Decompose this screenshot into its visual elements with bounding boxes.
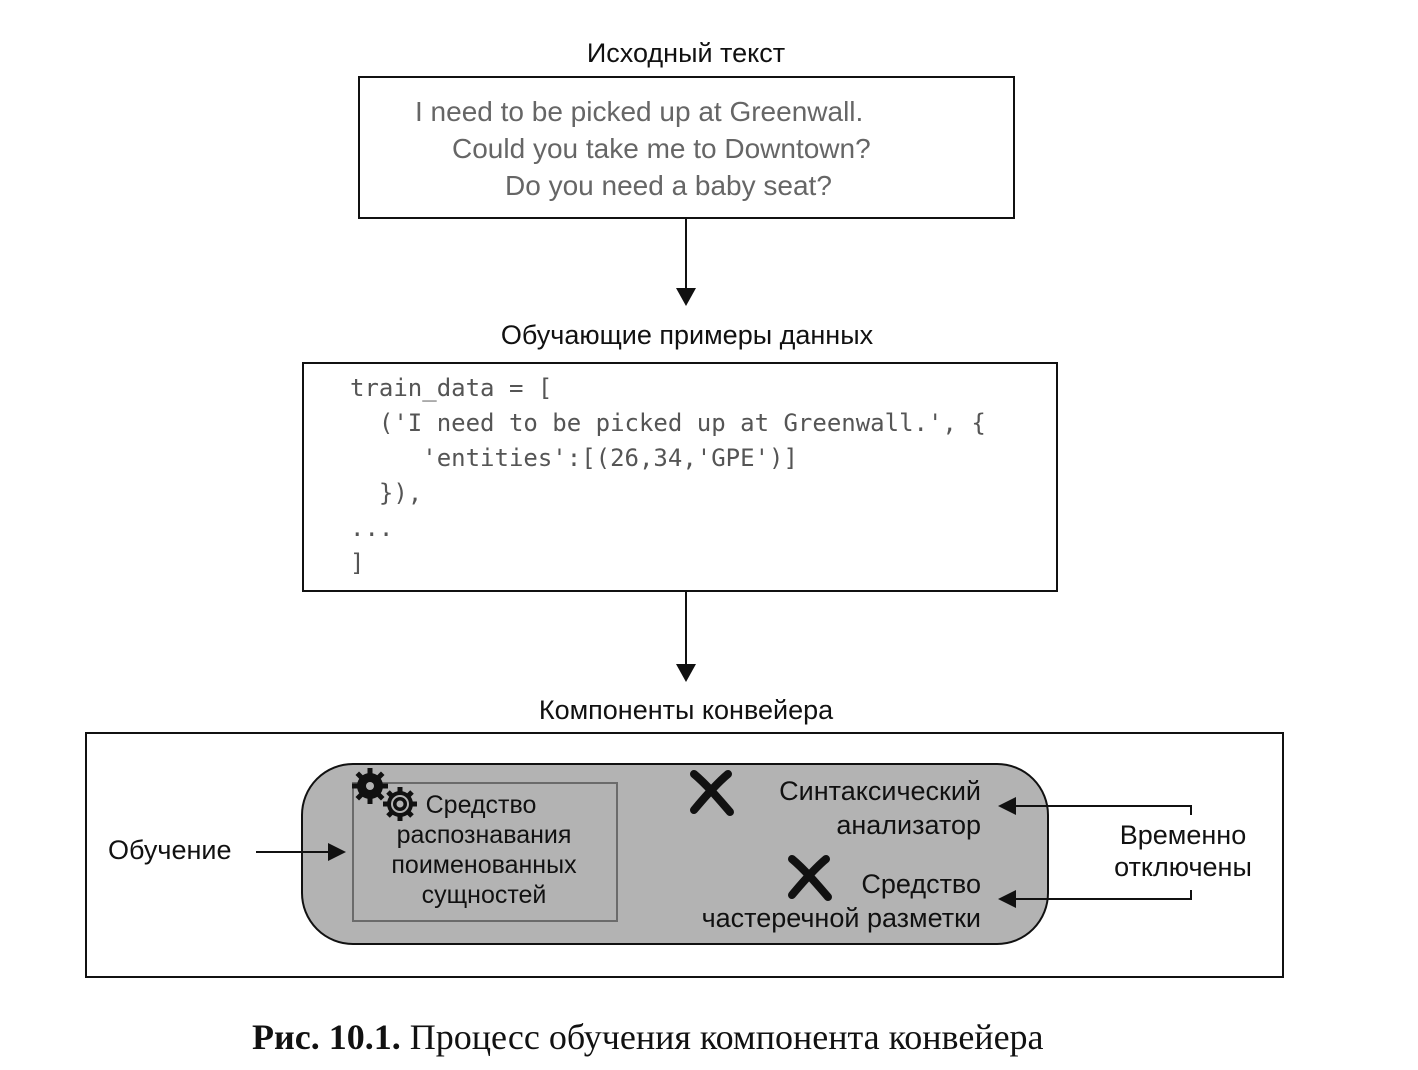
parser-label-line: анализатор — [836, 810, 981, 840]
training-examples-title: Обучающие примеры данных — [500, 320, 874, 350]
ner-label-line: сущностей — [421, 881, 547, 909]
disabled-arrowhead-parser — [998, 797, 1016, 815]
ner-label-line: Средство — [425, 791, 537, 819]
figure-caption-prefix: Рис. 10.1. — [252, 1017, 401, 1057]
arrowhead-source-to-training — [676, 288, 696, 306]
arrowhead-training-to-pipeline — [676, 664, 696, 682]
tagger-label-line: Средство — [861, 869, 981, 899]
code-line: ('I need to be picked up at Greenwall.',… — [350, 409, 986, 437]
code-line: ... — [350, 514, 394, 542]
training-arrowhead — [328, 843, 346, 861]
source-text-line: Could you take me to Downtown? — [452, 133, 871, 164]
figure-caption: Рис. 10.1. Процесс обучения компонента к… — [252, 1016, 1044, 1058]
gear-small — [383, 787, 417, 821]
code-line: }), — [350, 479, 423, 507]
source-text-line: I need to be picked up at Greenwall. — [415, 96, 864, 127]
disabled-arrowhead-tagger — [998, 890, 1016, 908]
disabled-label-line: Временно — [1119, 820, 1247, 850]
pipeline-title: Компоненты конвейера — [538, 695, 834, 725]
tagger-label-line: частеречной разметки — [701, 903, 981, 933]
cross-icon — [690, 770, 734, 816]
code-line: train_data = [ — [350, 374, 553, 402]
source-text-box — [358, 76, 1015, 219]
ner-component-box — [352, 782, 618, 922]
disabled-arrow-parser — [1014, 805, 1192, 815]
pipeline-container — [301, 763, 1049, 945]
disabled-arrow-tagger — [1014, 890, 1192, 900]
code-line: ] — [350, 549, 365, 577]
code-line: 'entities':[(26,34,'GPE')] — [350, 444, 798, 472]
parser-label-line: Синтаксический — [779, 776, 981, 806]
disabled-label-line: отключены — [1114, 852, 1252, 882]
cross-icon — [788, 855, 832, 901]
ner-label-line: поименованных — [391, 851, 577, 879]
ner-label-line: распознавания — [396, 821, 572, 849]
training-label: Обучение — [108, 835, 232, 865]
training-examples-box — [302, 362, 1058, 592]
figure-caption-text: Процесс обучения компонента конвейера — [400, 1017, 1044, 1057]
gear-large — [352, 768, 388, 804]
gears-icon — [352, 768, 417, 821]
source-text-title: Исходный текст — [586, 38, 786, 68]
source-text-line: Do you need a baby seat? — [505, 170, 832, 201]
